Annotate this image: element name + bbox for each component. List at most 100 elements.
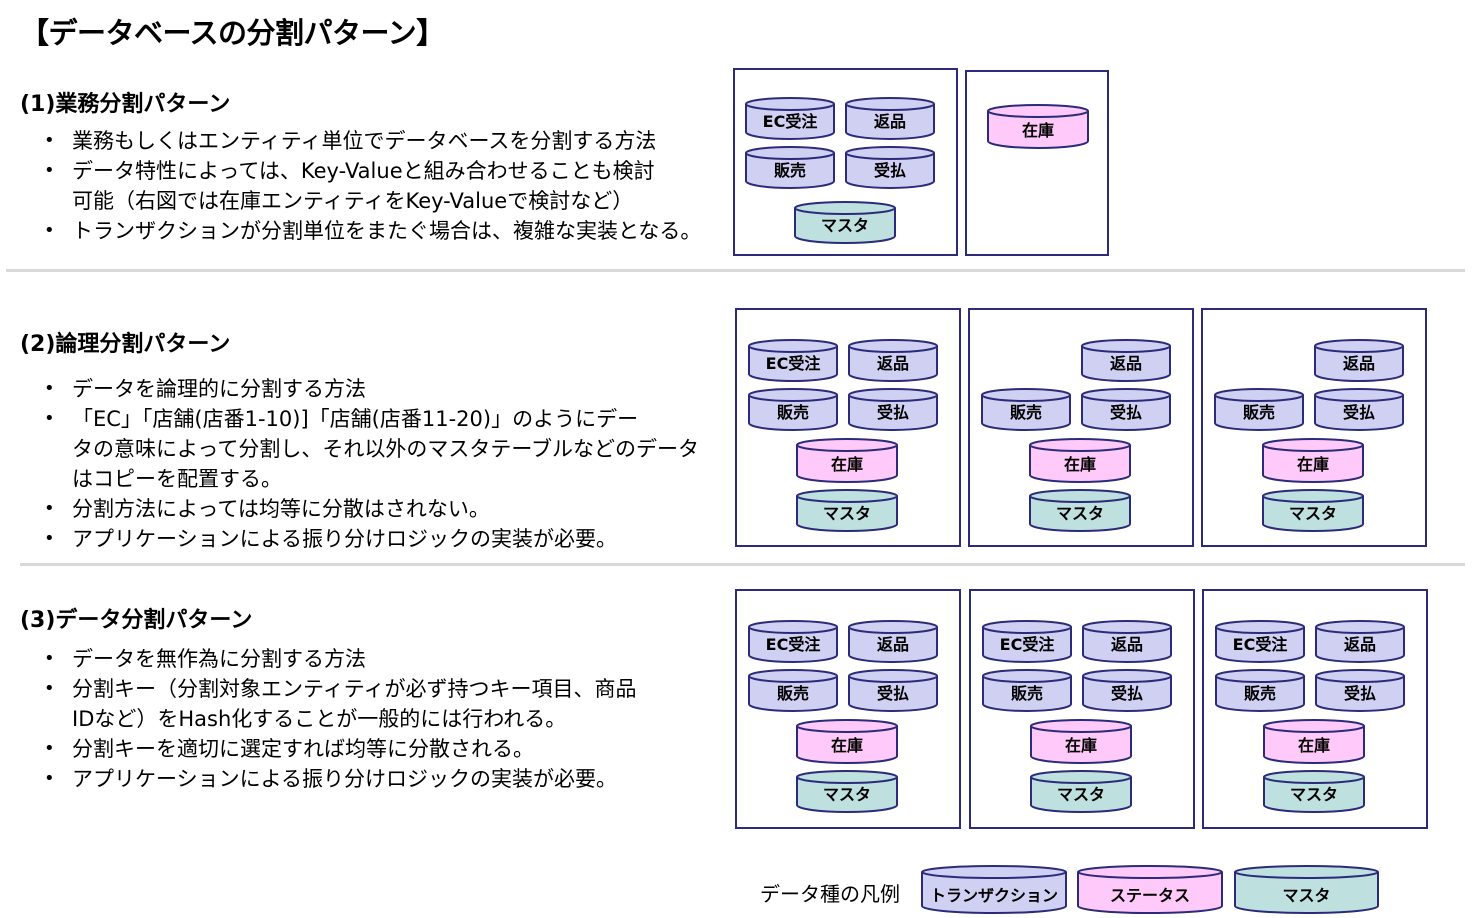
db-cylinder: 受払 <box>1314 388 1404 431</box>
cylinder-label: 受払 <box>876 403 909 422</box>
cylinder-shape <box>796 489 898 532</box>
db-cylinder: 販売 <box>982 669 1072 712</box>
section-separator <box>20 563 1465 566</box>
db-cylinder: 販売 <box>748 669 838 712</box>
cylinder-label: 販売 <box>1010 684 1043 703</box>
db-cylinder: 販売 <box>745 146 835 189</box>
bullet-item: トランザクションが分割単位をまたぐ場合は、複雑な実装となる。 <box>20 216 701 246</box>
cylinder-shape <box>1262 489 1364 532</box>
db-cylinder: 販売 <box>1214 388 1304 431</box>
cylinder-shape <box>1029 489 1131 532</box>
db-cylinder: マスタ <box>1029 489 1131 532</box>
bullet-item: データを無作為に分割する方法 <box>20 644 636 674</box>
cylinder-label: EC受注 <box>762 112 818 131</box>
db-cylinder: 受払 <box>1082 669 1172 712</box>
cylinder-shape <box>796 438 898 483</box>
cylinder-shape <box>1214 388 1304 431</box>
cylinder-label: 受払 <box>876 684 909 703</box>
cylinder-label: 返品 <box>1110 635 1143 654</box>
cylinder-shape <box>848 388 938 431</box>
cylinder-shape <box>987 104 1089 149</box>
cylinder-label: 返品 <box>1343 635 1376 654</box>
cylinder-shape <box>848 669 938 712</box>
bullet-item: アプリケーションによる振り分けロジックの実装が必要。 <box>20 764 636 794</box>
cylinder-shape <box>845 97 935 140</box>
cylinder-label: EC受注 <box>1232 635 1288 654</box>
cylinder-label: EC受注 <box>765 635 821 654</box>
cylinder-label: 在庫 <box>830 455 863 474</box>
cylinder-label: 受払 <box>1109 403 1142 422</box>
cylinder-label: マスタ <box>1282 886 1331 905</box>
legend-item: トランザクション <box>921 865 1067 914</box>
cylinder-shape <box>1314 339 1404 382</box>
db-cylinder: 受払 <box>848 388 938 431</box>
db-cylinder: 返品 <box>848 620 938 663</box>
cylinder-shape <box>981 388 1071 431</box>
cylinder-shape <box>1314 388 1404 431</box>
cylinder-label: 販売 <box>773 161 806 180</box>
cylinder-label: トランザクション <box>929 886 1058 905</box>
db-cylinder: マスタ <box>1030 770 1132 813</box>
cylinder-label: マスタ <box>1056 785 1105 804</box>
db-cylinder: EC受注 <box>748 339 838 382</box>
db-cylinder: 返品 <box>1315 620 1405 663</box>
cylinder-shape <box>748 388 838 431</box>
db-cylinder: マスタ <box>1262 489 1364 532</box>
cylinder-shape <box>848 620 938 663</box>
section-3-title: (3)データ分割パターン <box>20 608 253 633</box>
cylinder-label: 返品 <box>876 635 909 654</box>
cylinder-label: 在庫 <box>830 736 863 755</box>
cylinder-label: 在庫 <box>1296 455 1329 474</box>
cylinder-label: ステータス <box>1109 886 1190 905</box>
db-cylinder: マスタ <box>794 201 896 244</box>
bullet-item: 業務もしくはエンティティ単位でデータベースを分割する方法 <box>20 126 701 156</box>
cylinder-shape <box>848 339 938 382</box>
bullet-item: 分割方法によっては均等に分散はされない。 <box>20 494 699 524</box>
cylinder-shape <box>1029 438 1131 483</box>
cylinder-label: 受払 <box>1110 684 1143 703</box>
cylinder-shape <box>1082 669 1172 712</box>
cylinder-label: 受払 <box>873 161 906 180</box>
cylinder-label: 在庫 <box>1297 736 1330 755</box>
cylinder-label: マスタ <box>822 785 871 804</box>
cylinder-shape <box>1077 865 1223 914</box>
cylinder-shape <box>796 719 898 764</box>
cylinder-shape <box>1030 770 1132 813</box>
db-cylinder: 在庫 <box>1030 719 1132 764</box>
cylinder-shape <box>982 620 1072 663</box>
cylinder-shape <box>982 669 1072 712</box>
cylinder-label: 返品 <box>1342 354 1375 373</box>
cylinder-label: マスタ <box>1289 785 1338 804</box>
cylinder-label: 受払 <box>1343 684 1376 703</box>
legend-label: データ種の凡例 <box>760 882 900 906</box>
db-cylinder: 受払 <box>1315 669 1405 712</box>
cylinder-shape <box>794 201 896 244</box>
partition-box <box>965 70 1109 256</box>
db-cylinder: EC受注 <box>748 620 838 663</box>
cylinder-label: 返品 <box>876 354 909 373</box>
bullet-item: アプリケーションによる振り分けロジックの実装が必要。 <box>20 524 699 554</box>
bullet-item: 分割キー（分割対象エンティティが必ず持つキー項目、商品IDなど）をHash化する… <box>20 674 636 734</box>
cylinder-shape <box>1315 669 1405 712</box>
db-cylinder: 在庫 <box>796 438 898 483</box>
cylinder-shape <box>921 865 1067 914</box>
section-1-bullets: 業務もしくはエンティティ単位でデータベースを分割する方法 データ特性によっては、… <box>20 126 701 246</box>
db-cylinder: 受払 <box>1081 388 1171 431</box>
db-cylinder: 販売 <box>1215 669 1305 712</box>
cylinder-shape <box>1081 339 1171 382</box>
page-title: 【データベースの分割パターン】 <box>20 16 445 50</box>
cylinder-label: 販売 <box>1009 403 1042 422</box>
cylinder-label: EC受注 <box>765 354 821 373</box>
cylinder-shape <box>748 339 838 382</box>
cylinder-shape <box>748 620 838 663</box>
cylinder-label: 在庫 <box>1064 736 1097 755</box>
db-cylinder: 返品 <box>1314 339 1404 382</box>
section-separator <box>6 269 1465 272</box>
db-cylinder: EC受注 <box>745 97 835 140</box>
cylinder-label: マスタ <box>1055 504 1104 523</box>
cylinder-shape <box>1082 620 1172 663</box>
cylinder-shape <box>1263 719 1365 764</box>
cylinder-label: 販売 <box>776 684 809 703</box>
legend-item: ステータス <box>1077 865 1223 914</box>
cylinder-shape <box>745 146 835 189</box>
